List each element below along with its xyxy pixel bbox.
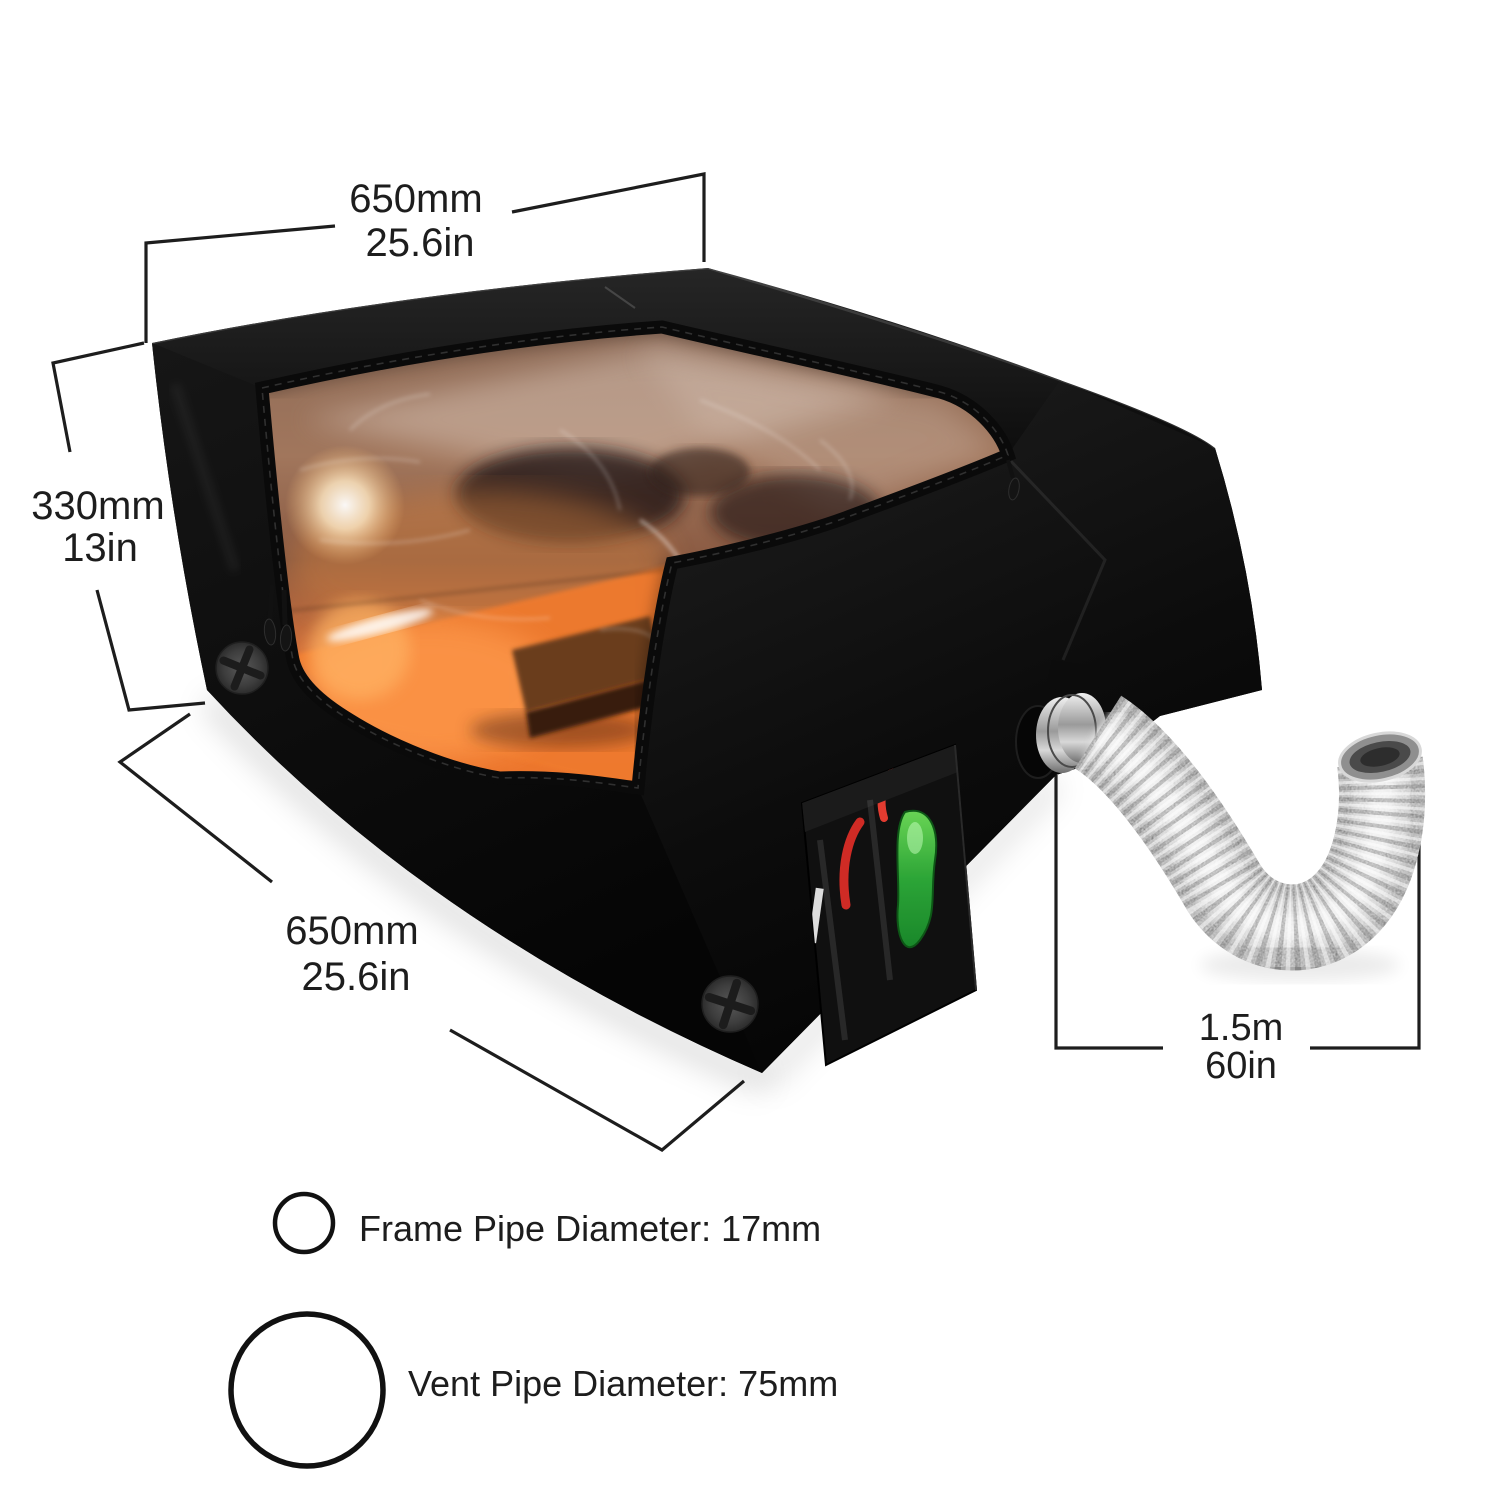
screw-cross-icon [219, 645, 265, 691]
legend: Frame Pipe Diameter: 17mm Vent Pipe Diam… [228, 1191, 838, 1469]
tool-pocket [800, 743, 978, 1067]
dimension-line [511, 172, 706, 262]
zipper-pull-icon [1008, 477, 1020, 501]
frame-screw-cap [701, 975, 759, 1033]
fabric-seam [604, 286, 636, 309]
wood-plank-edge [526, 676, 666, 738]
goggles-highlight [907, 822, 923, 854]
frame-screw-cap [215, 641, 269, 695]
pocket-edge [954, 744, 977, 991]
hose-opening-dark [1360, 747, 1400, 767]
dim-hose-metric: 1.5m [1199, 1007, 1283, 1049]
fold-crease [277, 568, 666, 614]
dim-top-width-metric: 650mm [349, 177, 482, 221]
dimension-hose-length: 1.5m 60in [1054, 775, 1421, 1087]
dimension-height: 330mm 13in [31, 341, 206, 712]
dimension-line [117, 712, 273, 884]
window-sheen [640, 350, 1000, 515]
wood-plank [512, 616, 662, 712]
hose-foil-texture [1073, 695, 1425, 971]
vent-hose [1073, 695, 1425, 971]
dim-height-metric: 330mm [31, 484, 164, 528]
zipper-stitch-line [261, 326, 1009, 789]
dimension-line [1310, 783, 1421, 1050]
port-fabric-tab [1046, 660, 1104, 696]
zipper-pull-icon [279, 624, 293, 652]
dim-depth-imperial: 25.6in [302, 955, 411, 999]
light-flare [285, 445, 405, 565]
right-face [638, 380, 1262, 1073]
legend-frame-pipe-label: Frame Pipe Diameter: 17mm [359, 1208, 821, 1249]
large-circle-icon [228, 1311, 386, 1469]
dimension-line [144, 224, 336, 343]
dim-top-width-imperial: 25.6in [366, 221, 475, 265]
dimension-line [95, 589, 206, 712]
zipper-pull-icon [263, 618, 277, 646]
safety-goggles [896, 809, 938, 948]
zipper-pulls [263, 459, 1020, 652]
dimension-line [449, 1028, 746, 1152]
pocket-film-sheen [817, 799, 893, 1041]
pocket-flap [802, 745, 958, 832]
dim-hose-imperial: 60in [1205, 1045, 1277, 1087]
top-fabric-band [152, 268, 1060, 455]
front-left-face [152, 343, 762, 1073]
dim-height-imperial: 13in [62, 526, 138, 570]
dim-depth-metric: 650mm [285, 909, 418, 953]
dimension-line [51, 341, 145, 453]
dimension-line [1054, 775, 1163, 1050]
collar-clamp-band [1047, 694, 1097, 768]
top-edge-highlight [151, 266, 1216, 449]
machine-silhouette [650, 448, 750, 496]
dimension-top-width: 650mm 25.6in [144, 172, 706, 343]
small-circle-icon [272, 1191, 336, 1255]
fabric-crease [1006, 456, 1107, 661]
enclosure-box [151, 266, 1262, 1073]
dimension-depth: 650mm 25.6in [117, 712, 746, 1152]
screw-cross-icon [704, 978, 756, 1030]
vent-port [1015, 660, 1106, 779]
red-tool-handle [839, 817, 865, 910]
legend-vent-pipe-label: Vent Pipe Diameter: 75mm [408, 1363, 838, 1404]
light-streak [326, 608, 434, 642]
fabric-sheen [170, 383, 240, 572]
